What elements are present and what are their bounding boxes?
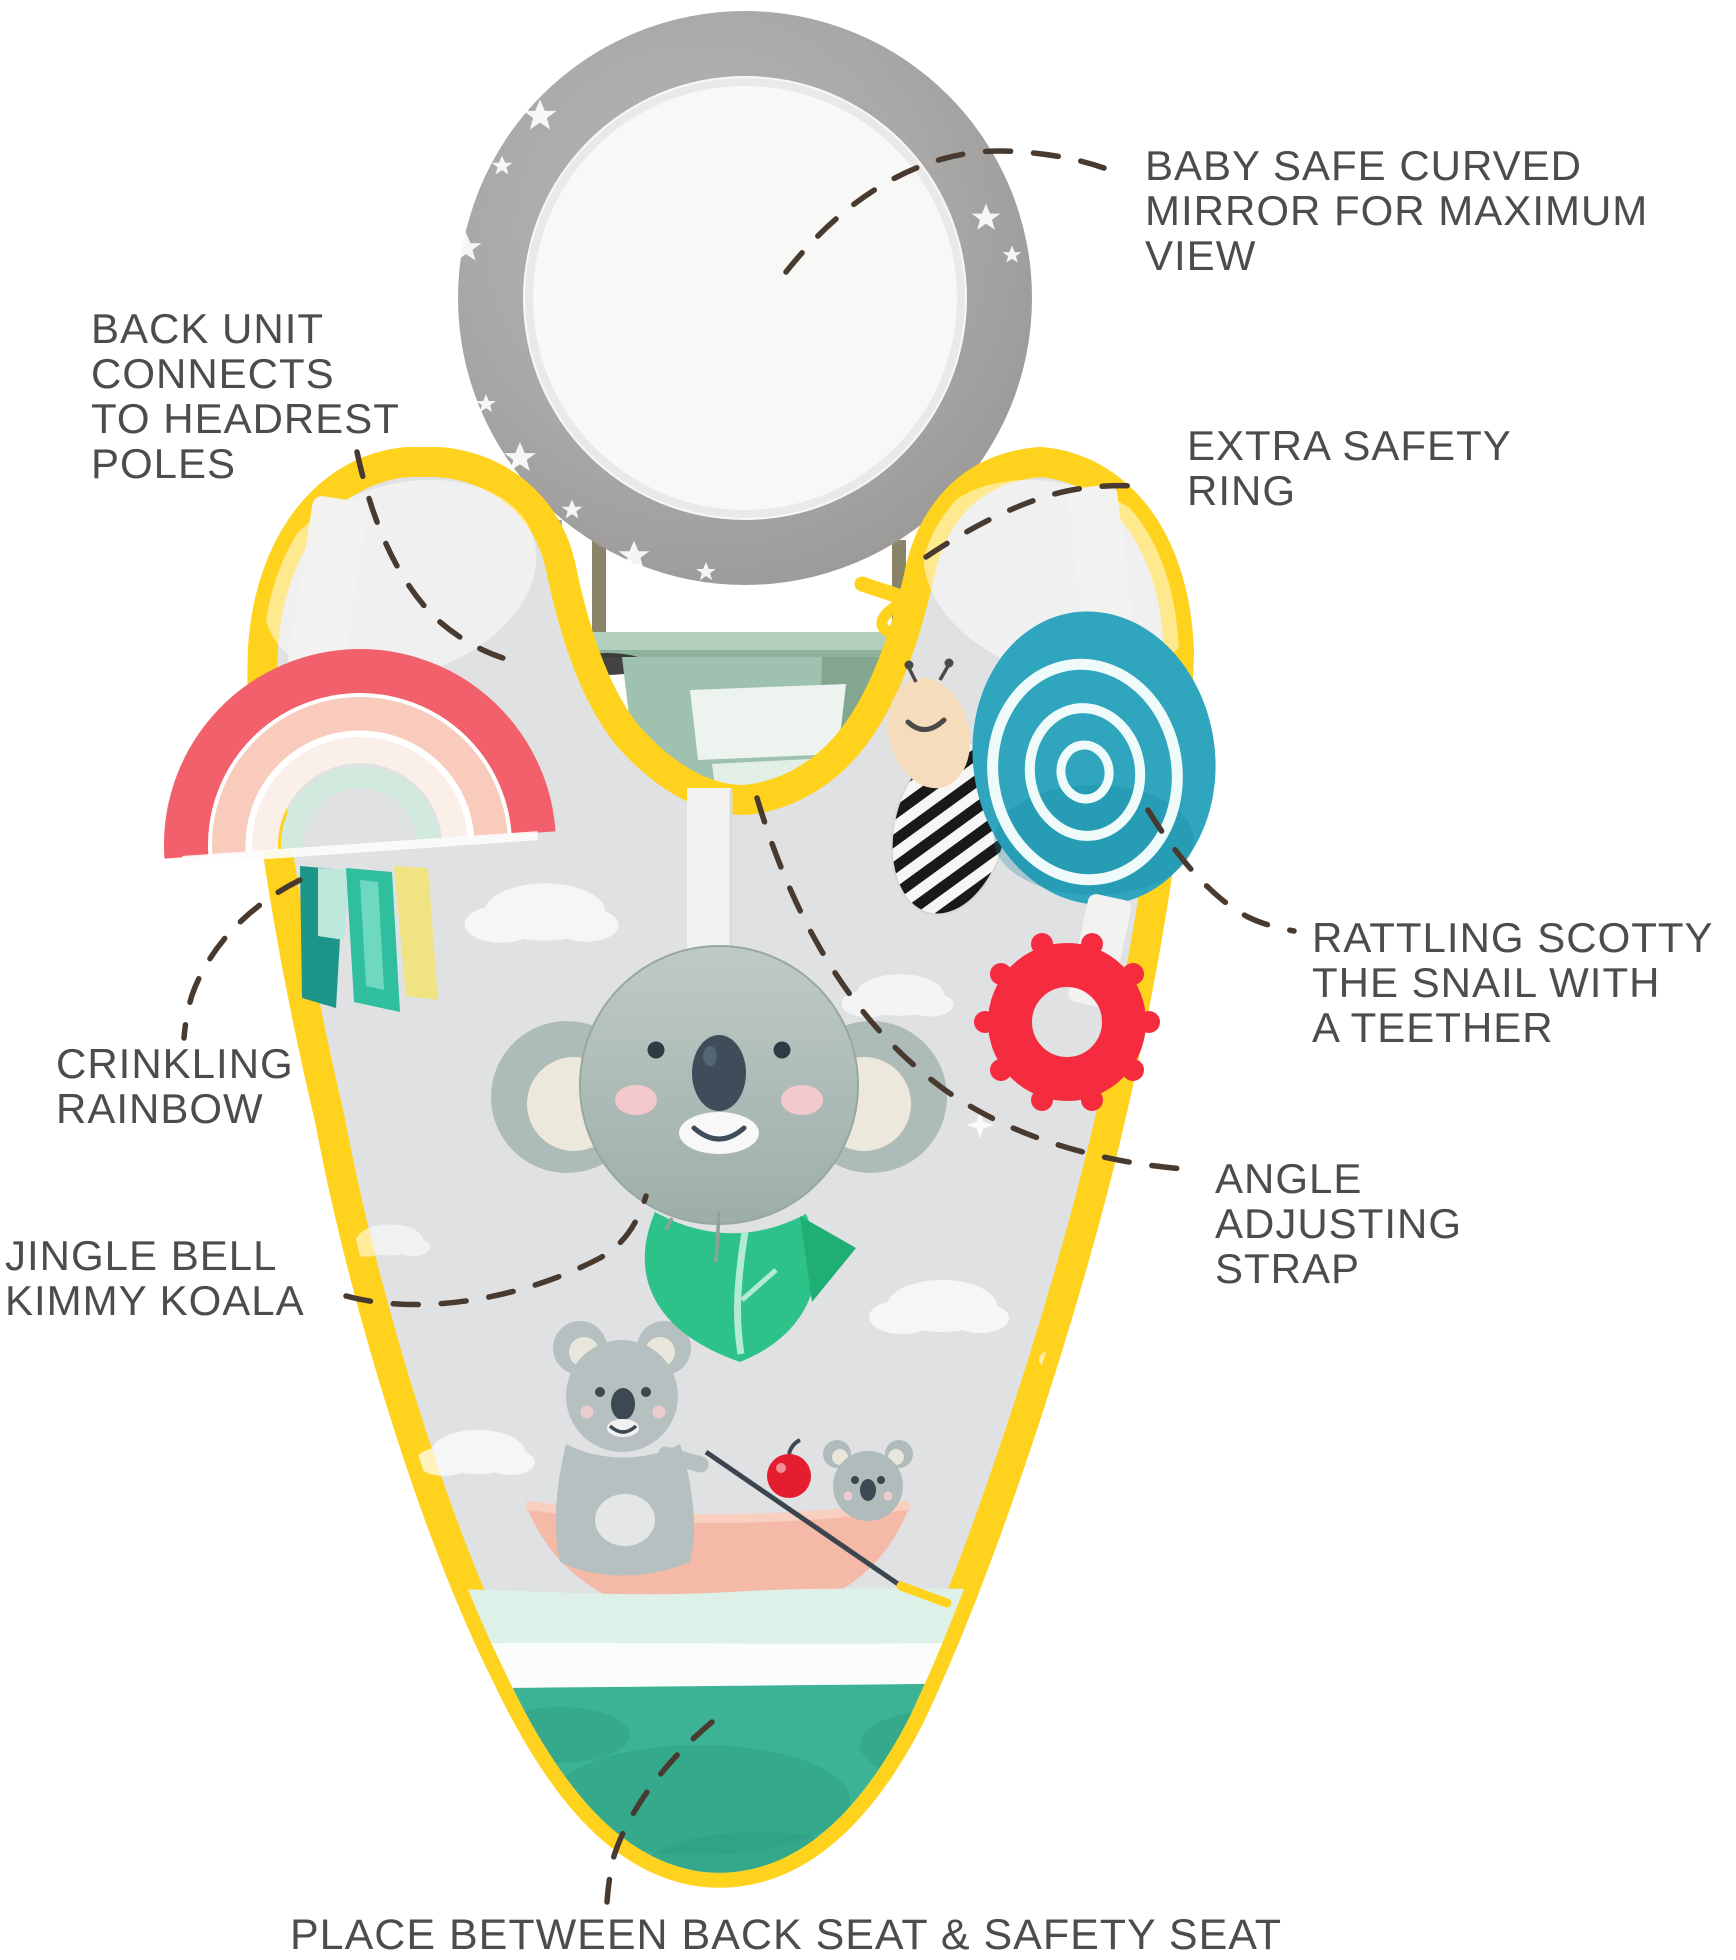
print-koala-big bbox=[553, 1321, 709, 1576]
leader-koala bbox=[343, 1193, 649, 1308]
leader-placement bbox=[604, 1719, 715, 1905]
label-jingle-bell-koala: JINGLE BELL KIMMY KOALA bbox=[5, 1232, 305, 1324]
kimmy-koala bbox=[491, 788, 947, 1362]
shell-rings bbox=[987, 658, 1183, 886]
label-rattling-snail: RATTLING SCOTTY THE SNAIL WITH A TEETHER bbox=[1312, 914, 1714, 1051]
leader-rainbow bbox=[181, 877, 303, 1041]
leader-back-unit bbox=[354, 449, 525, 666]
red-teether bbox=[974, 933, 1160, 1111]
ribbons bbox=[300, 866, 438, 1012]
crinkling-rainbow bbox=[164, 649, 556, 865]
label-angle-adjusting-strap: ANGLE ADJUSTING STRAP bbox=[1215, 1155, 1463, 1292]
leader-lines bbox=[181, 148, 1297, 1905]
apple-print bbox=[767, 1438, 811, 1498]
label-crinkling-rainbow: CRINKLING RAINBOW bbox=[56, 1040, 294, 1132]
fishing-rod-print bbox=[704, 1449, 903, 1589]
leader-mirror bbox=[783, 148, 1107, 275]
label-extra-safety-ring: EXTRA SAFETY RING bbox=[1187, 422, 1512, 514]
curved-mirror bbox=[450, 11, 1032, 585]
koala-strap bbox=[687, 788, 731, 953]
leaf bbox=[644, 1212, 856, 1362]
label-baby-safe-mirror: BABY SAFE CURVED MIRROR FOR MAXIMUM VIEW bbox=[1145, 142, 1649, 279]
label-placement: PLACE BETWEEN BACK SEAT & SAFETY SEAT bbox=[290, 1911, 1283, 1959]
print-koala-small bbox=[823, 1440, 913, 1521]
label-back-unit: BACK UNIT CONNECTS TO HEADREST POLES bbox=[91, 305, 400, 487]
koala-nose bbox=[692, 1035, 746, 1111]
leader-strap bbox=[754, 795, 1201, 1173]
snail-sleepy-eye bbox=[905, 717, 947, 732]
leader-safety-ring bbox=[923, 482, 1139, 560]
wing-straps bbox=[288, 484, 1135, 675]
